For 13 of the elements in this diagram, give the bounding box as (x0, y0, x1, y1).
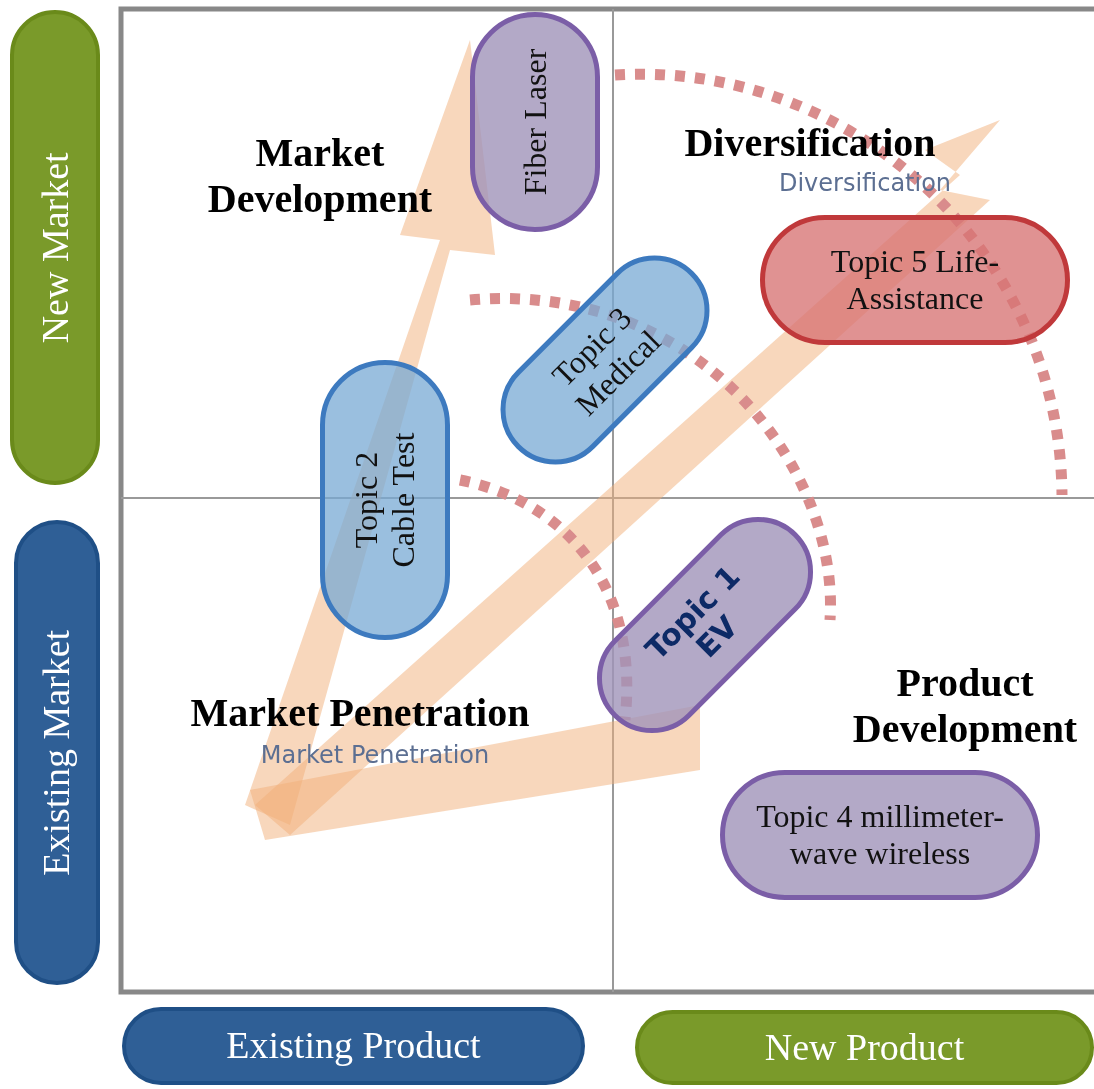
topic-pill: Topic 2 Cable Test (320, 360, 450, 640)
quadrant-title: Product Development (851, 660, 1079, 752)
axis-label: New Market (10, 10, 100, 485)
topic-pill: Fiber Laser (470, 12, 600, 232)
axis-label: New Product (635, 1010, 1094, 1085)
axis-label: Existing Market (14, 520, 100, 985)
axis-label: Existing Product (122, 1007, 585, 1085)
quadrant-title: Market Penetration (189, 690, 531, 736)
faded-quadrant-label: Market Penetration (259, 742, 491, 770)
quadrant-title: Market Development (206, 130, 434, 222)
topic-pill: Topic 4 millimeter-wave wireless (720, 770, 1040, 900)
quadrant-title: Diversification (683, 120, 937, 166)
topic-pill: Topic 5 Life-Assistance (760, 215, 1070, 345)
